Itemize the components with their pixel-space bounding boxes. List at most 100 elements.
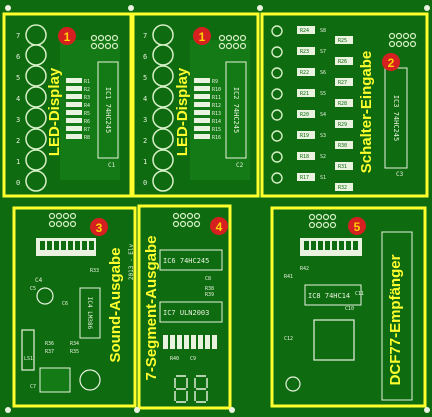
number-badge xyxy=(193,27,211,45)
number-badge xyxy=(382,53,400,71)
pin-label: 2 xyxy=(143,137,147,145)
resistor-label: R3 xyxy=(84,95,90,101)
trimmer xyxy=(39,367,71,393)
module-number: 3 xyxy=(96,221,103,235)
dip-switch xyxy=(300,238,362,256)
edge-text: 2013 - Elv xyxy=(128,244,135,281)
resistor-label: R13 xyxy=(212,111,221,117)
resistor-label: R5 xyxy=(84,111,90,117)
capacitor xyxy=(36,287,54,305)
resistor-array xyxy=(66,78,82,139)
ic-outline xyxy=(225,61,247,159)
part-label: R35 xyxy=(70,349,79,355)
module-title: LED-Display xyxy=(174,67,191,156)
module-sound-output: IC4 LM386 R33 R34 R35 R36 R37 C5 C6 C7 L… xyxy=(12,206,137,408)
switch-label: S4 xyxy=(320,112,326,118)
resistor-label: R7 xyxy=(84,127,90,133)
capacitor-label: C3 xyxy=(396,171,404,178)
module-number: 2 xyxy=(388,56,395,70)
number-badge xyxy=(90,218,108,236)
resistor-label: R25 xyxy=(338,38,347,44)
pin-label: 7 xyxy=(16,32,20,40)
ic-outline xyxy=(159,301,223,323)
seven-segment-display xyxy=(174,375,208,403)
module-number: 1 xyxy=(64,30,71,44)
ic-label: IC7 ULN2003 xyxy=(163,309,209,317)
number-badge xyxy=(210,217,228,235)
part-label: R36 xyxy=(45,341,54,347)
module-led-display-2: 7 6 5 4 3 2 1 0 R9 R10 R11 R12 R13 R14 R… xyxy=(131,12,260,198)
resistor-label: R11 xyxy=(212,95,221,101)
switch-label: S2 xyxy=(320,154,326,160)
switch-label: S5 xyxy=(320,91,326,97)
pin-label: 4 xyxy=(16,95,20,103)
pin-label: 0 xyxy=(143,179,147,187)
resistor-label: R22 xyxy=(300,70,309,76)
module-led-display-1: 7 6 5 4 3 2 1 0 R1 R2 R3 R4 R5 R6 R7 R xyxy=(2,12,133,198)
resistor-label: R19 xyxy=(300,133,309,139)
pin-label: 1 xyxy=(16,158,20,166)
switch-label: S8 xyxy=(320,28,326,34)
resistor-label: R1 xyxy=(84,79,90,85)
module-switch-input: R24 R23 R22 R21 R20 R19 R18 R17 R25 R26 … xyxy=(260,12,429,198)
switch-column xyxy=(271,25,283,184)
resistor-label: R9 xyxy=(212,79,218,85)
module-7segment-output: IC6 74HC245 IC7 ULN2003 R38 R39 R40 C8 C… xyxy=(137,204,232,410)
number-badge xyxy=(58,27,76,45)
header-connector xyxy=(308,213,337,229)
ic-outline xyxy=(79,287,101,339)
ic-label: IC2 74HC245 xyxy=(232,87,240,133)
module-number: 4 xyxy=(216,220,223,234)
pin-label: 1 xyxy=(143,158,147,166)
ic-label: IC6 74HC245 xyxy=(163,257,209,265)
resistor-label: R2 xyxy=(84,87,90,93)
pin-label: 2 xyxy=(16,137,20,145)
switch-label: S7 xyxy=(320,49,326,55)
resistor-label: R29 xyxy=(338,122,347,128)
ic-label: IC8 74HC14 xyxy=(308,292,350,300)
header-connector xyxy=(218,34,247,50)
capacitor xyxy=(79,369,101,391)
switch-label: S6 xyxy=(320,70,326,76)
resistor-label: R6 xyxy=(84,119,90,125)
pin-label: 6 xyxy=(16,53,20,61)
module-number: 5 xyxy=(354,220,361,234)
part-label: R33 xyxy=(90,268,99,274)
part-label: C6 xyxy=(62,301,68,307)
capacitor-label: C1 xyxy=(108,162,116,169)
resistor-label: R28 xyxy=(338,101,347,107)
antenna-outline xyxy=(381,231,413,401)
header-connector xyxy=(388,32,417,48)
resistor-column xyxy=(297,26,353,191)
resistor-label: R24 xyxy=(300,28,309,34)
pin-label: 6 xyxy=(143,53,147,61)
led-column xyxy=(25,24,47,192)
module-title: Schalter-Eingabe xyxy=(358,51,375,174)
part-label: R34 xyxy=(70,341,79,347)
ic-outline xyxy=(159,249,223,271)
resistor-label: R17 xyxy=(300,175,309,181)
resistor-label: R32 xyxy=(338,185,347,191)
part-label: R42 xyxy=(300,266,309,272)
resistor-label: R31 xyxy=(338,164,347,170)
ic-label: IC4 LM386 xyxy=(86,297,93,330)
header-connector xyxy=(48,212,77,228)
module-number: 1 xyxy=(199,30,206,44)
capacitor-label: C4 xyxy=(35,277,43,284)
ic-outline xyxy=(97,61,119,159)
part-label: C9 xyxy=(190,356,196,362)
pin-label: 3 xyxy=(16,116,20,124)
resistor-label: R27 xyxy=(338,80,347,86)
module-title: Sound-Ausgabe xyxy=(107,248,124,363)
module-title: 7-Segment-Ausgabe xyxy=(143,235,160,380)
capacitor-label: C2 xyxy=(236,162,244,169)
part-label: R37 xyxy=(45,349,54,355)
resistor-label: R23 xyxy=(300,49,309,55)
led-column xyxy=(152,24,174,192)
mounting-holes xyxy=(5,5,430,413)
resistor-label: R16 xyxy=(212,135,221,141)
resistor-array xyxy=(194,78,210,139)
part-label: C7 xyxy=(30,384,36,390)
ic-label: IC1 74HC245 xyxy=(104,87,112,133)
